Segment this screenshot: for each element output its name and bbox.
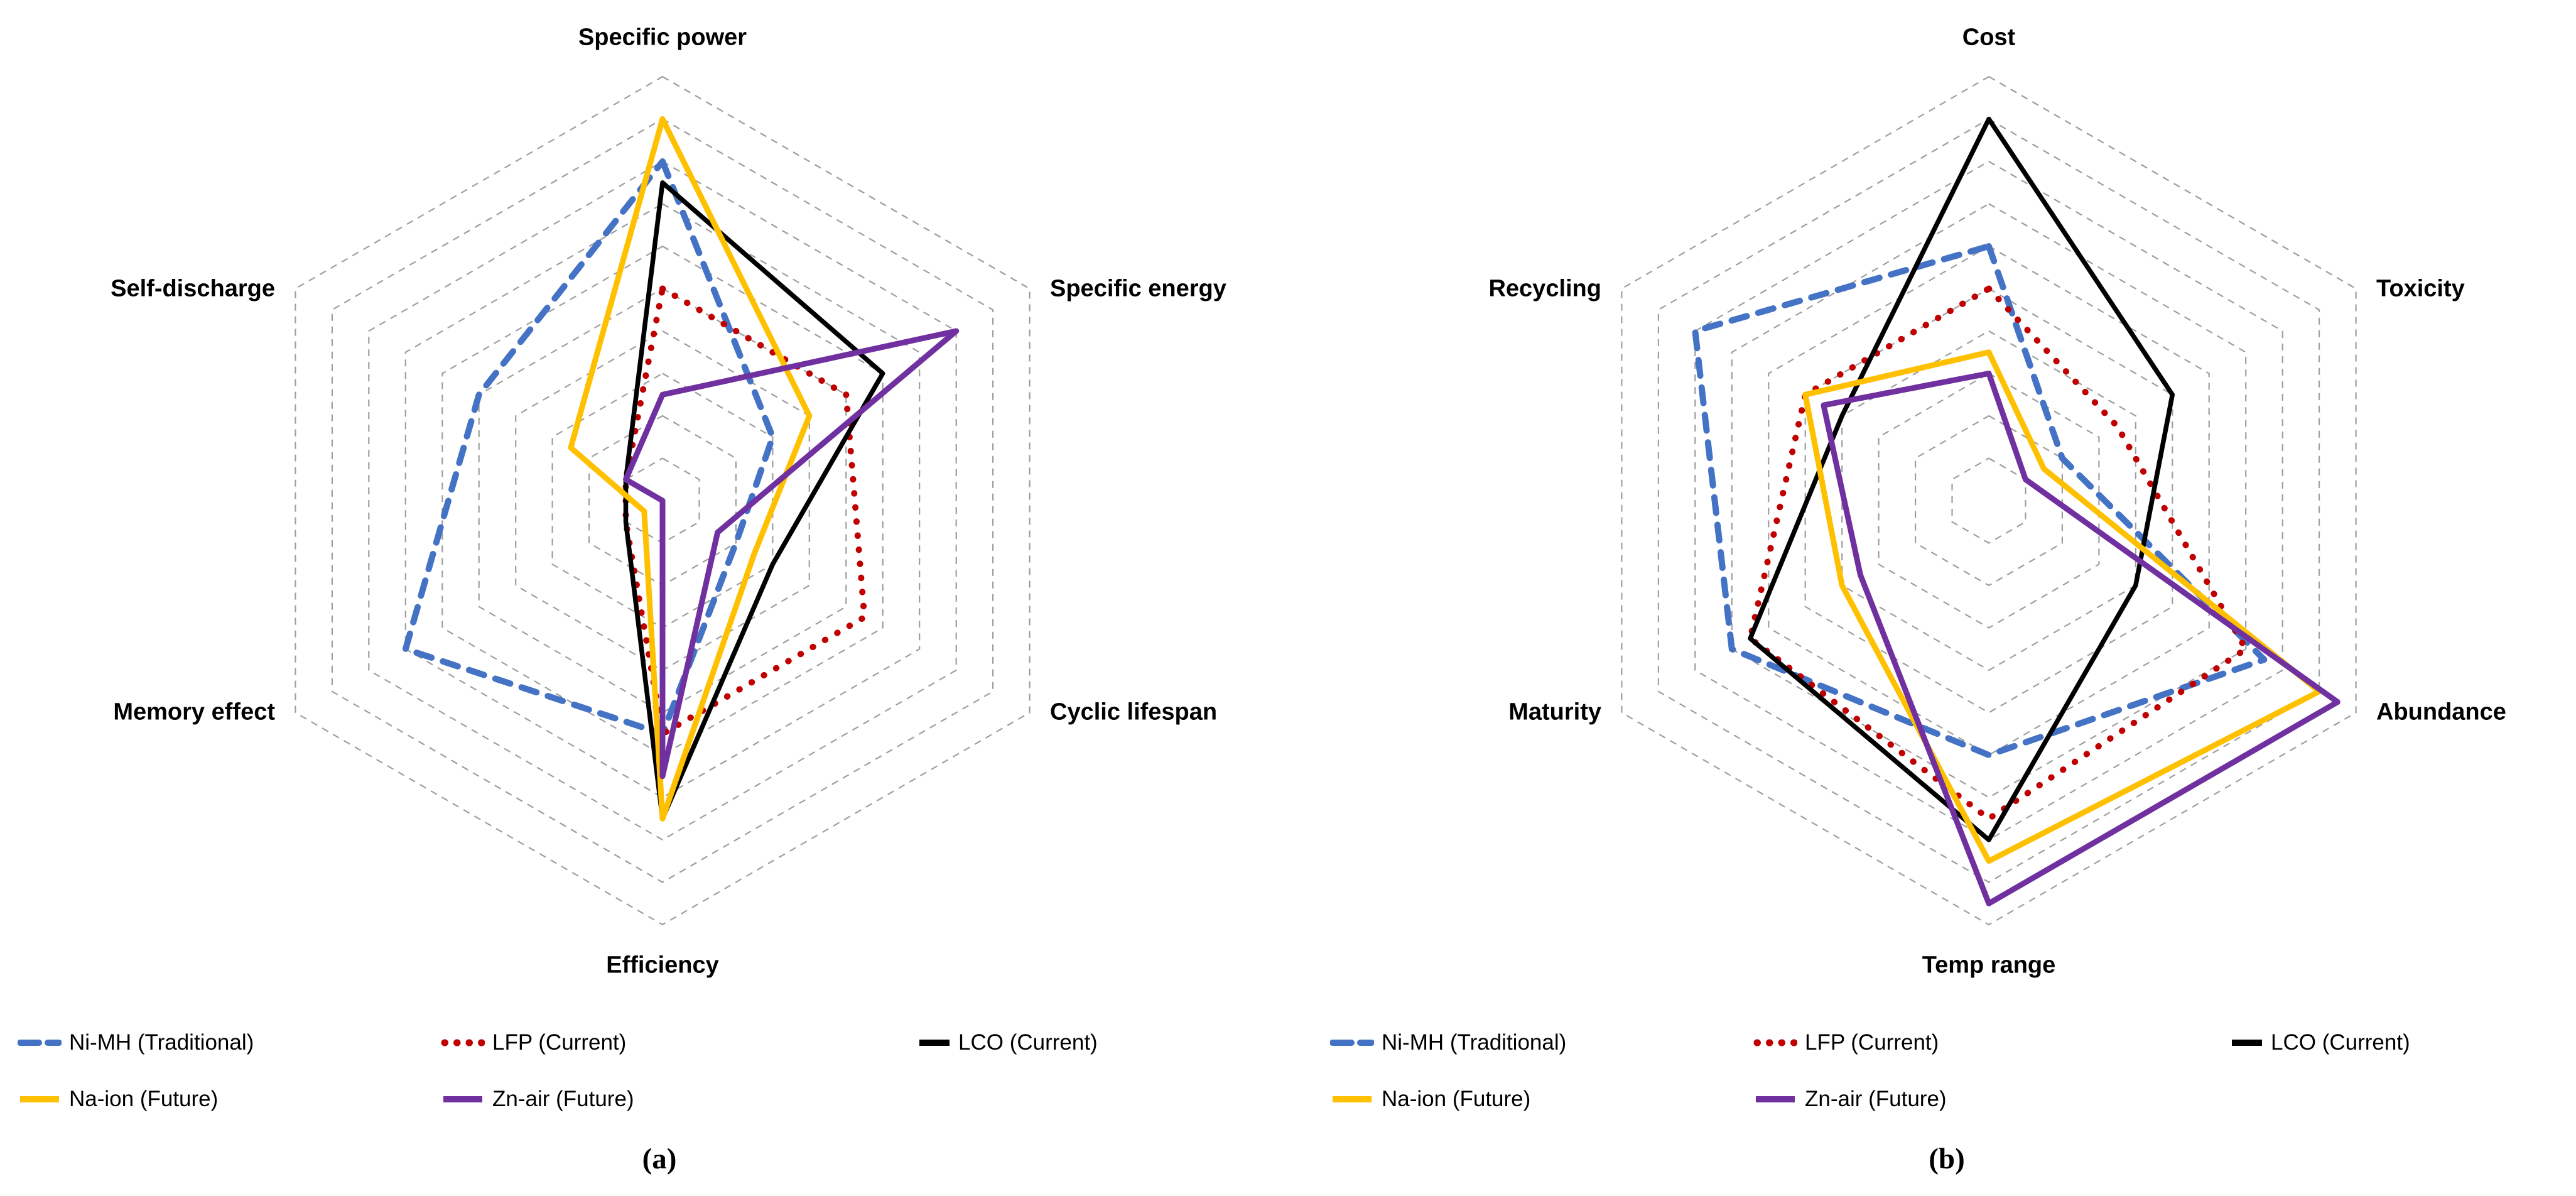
- gridline-ring: [1657, 118, 2320, 883]
- legend-item-naion-a: Na-ion (Future): [18, 1084, 218, 1114]
- legend-item-naion-b: Na-ion (Future): [1330, 1084, 1530, 1114]
- caption-a: (a): [642, 1143, 677, 1175]
- legend-marker-nimh-dashed-line: [1330, 1040, 1374, 1046]
- legend-marker-znair-solid-line: [443, 1096, 482, 1102]
- legend-marker-naion-solid-line: [1333, 1096, 1372, 1102]
- gridline-ring: [1694, 160, 2283, 841]
- axis-label-specific-power: Specific power: [578, 24, 747, 51]
- legend-label: LCO (Current): [958, 1030, 1098, 1055]
- axis-label-maturity: Maturity: [1508, 699, 1601, 726]
- series-polygon-lco: [1748, 116, 2175, 842]
- axis-label-recycling: Recycling: [1488, 275, 1601, 302]
- legend-item-nimh-b: Ni-MH (Traditional): [1330, 1028, 1566, 1058]
- legend-label: Na-ion (Future): [1382, 1087, 1531, 1111]
- legend-label: LFP (Current): [492, 1030, 627, 1055]
- gridline-ring: [1878, 372, 2100, 629]
- legend-item-lco-b: LCO (Current): [2231, 1028, 2410, 1058]
- legend-label: LCO (Current): [2271, 1030, 2410, 1055]
- legend-item-znair-a: Zn-air (Future): [441, 1084, 634, 1114]
- legend-marker-nimh-dashed-line: [18, 1040, 62, 1046]
- series-polygon-na-ion: [568, 116, 813, 822]
- legend-marker-lco-solid-line: [919, 1040, 950, 1046]
- series-polygon-lfp: [622, 285, 868, 737]
- axis-label-abundance: Abundance: [2376, 699, 2506, 726]
- axis-label-toxicity: Toxicity: [2376, 275, 2465, 302]
- series-polygon-ni-mh: [1692, 243, 2268, 758]
- gridline-ring: [295, 75, 1031, 926]
- series-polygon-zn-air: [1821, 371, 2341, 906]
- axis-label-efficiency: Efficiency: [606, 952, 719, 979]
- gridline-ring: [404, 203, 921, 798]
- axis-label-temp-range: Temp range: [1922, 952, 2056, 979]
- axis-label-self-discharge: Self-discharge: [111, 275, 275, 302]
- gridline-ring: [331, 118, 994, 883]
- gridline-ring: [1768, 245, 2210, 756]
- axis-label-memory-effect: Memory effect: [113, 699, 275, 726]
- legend-item-lco-a: LCO (Current): [918, 1028, 1098, 1058]
- legend-item-lfp-b: LFP (Current): [1753, 1028, 1939, 1058]
- legend-label: Na-ion (Future): [69, 1087, 219, 1111]
- legend-label: Zn-air (Future): [492, 1087, 634, 1111]
- legend-label: Ni-MH (Traditional): [69, 1030, 254, 1055]
- legend-marker-lfp-dotted-line: [1753, 1039, 1797, 1046]
- legend-marker-znair-solid-line: [1756, 1096, 1795, 1102]
- series-polygon-zn-air: [623, 328, 960, 780]
- legend-marker-lco-solid-line: [2232, 1040, 2262, 1046]
- gridline-ring: [1731, 203, 2247, 798]
- axis-label-specific-energy: Specific energy: [1050, 275, 1226, 302]
- gridline-ring: [1915, 415, 2063, 587]
- caption-b: (b): [1929, 1143, 1965, 1175]
- legend-item-lfp-a: LFP (Current): [441, 1028, 626, 1058]
- legend-label: LFP (Current): [1805, 1030, 1939, 1055]
- legend-item-nimh-a: Ni-MH (Traditional): [18, 1028, 254, 1058]
- legend-marker-lfp-dotted-line: [441, 1039, 485, 1046]
- legend-marker-naion-solid-line: [20, 1096, 59, 1102]
- legend-label: Zn-air (Future): [1805, 1087, 1947, 1111]
- axis-label-cost: Cost: [1962, 24, 2016, 51]
- axis-label-cyclic-lifespan: Cyclic lifespan: [1050, 699, 1218, 726]
- series-polygon-na-ion: [1802, 349, 2322, 864]
- gridline-ring: [1621, 75, 2357, 926]
- legend-label: Ni-MH (Traditional): [1382, 1030, 1567, 1055]
- gridline-ring: [1951, 457, 2027, 544]
- legend-item-znair-b: Zn-air (Future): [1753, 1084, 1947, 1114]
